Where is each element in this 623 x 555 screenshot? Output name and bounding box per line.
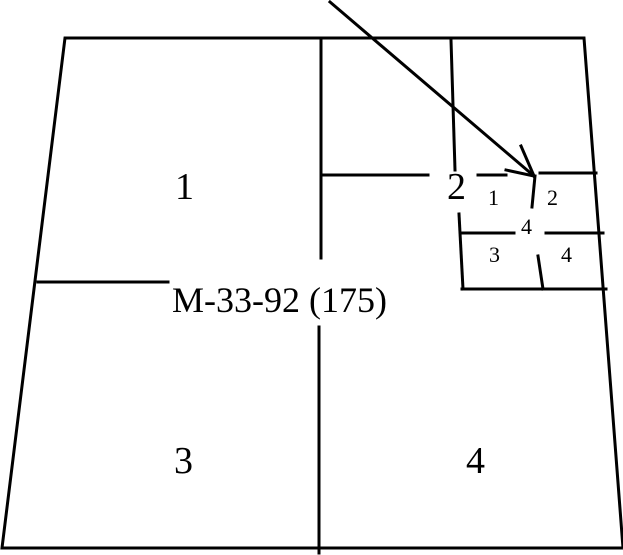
sub-quadrant-2-label: 2 [547,185,558,210]
sub-sub-quadrant-4-label: 4 [521,214,532,239]
quadrant-2-vertical-divider-lower [457,212,465,291]
sub-quadrant-3-label: 3 [489,242,500,267]
sub-quadrant-vertical-divider-top [530,174,537,209]
pointer-arrow-head-left [504,168,536,178]
quadrant-3-label: 3 [174,440,193,482]
pointer-arrow-head-right [519,144,536,178]
sheet-frame [0,36,623,550]
quadrant-4-label: 4 [466,440,485,482]
pointer-arrow-shaft [327,0,537,179]
sheet-nomenclature-title: M-33-92 (175) [172,280,387,320]
sub-quadrant-4-label: 4 [561,242,572,267]
sub-quadrant-1-label: 1 [488,185,499,210]
sub-quadrant-vertical-divider-bottom [536,254,545,291]
quadrant-1-label: 1 [175,166,194,208]
quadrant-2-label: 2 [447,166,466,208]
